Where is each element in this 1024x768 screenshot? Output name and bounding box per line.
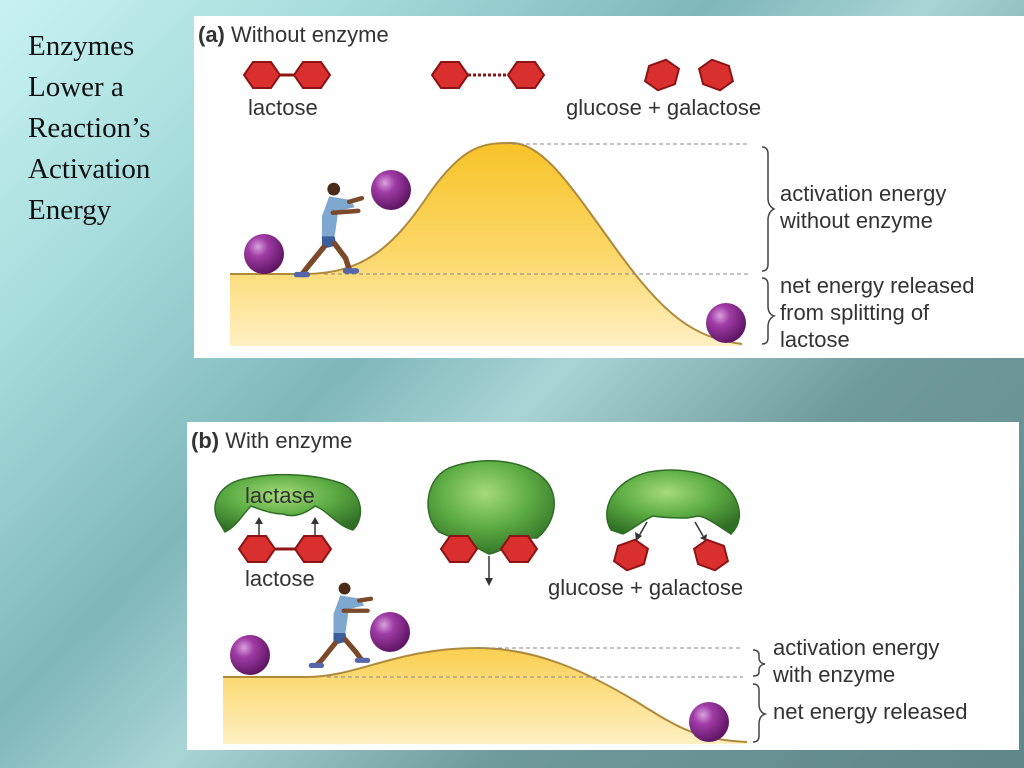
enzyme-substrate-complex xyxy=(427,460,555,586)
glucose-galactose-molecules xyxy=(639,55,739,95)
splitting-lactose-molecule xyxy=(431,61,545,89)
substrate-ball-pushed xyxy=(370,612,410,652)
slide-title-line-2: Lower a xyxy=(28,71,124,103)
activation-energy-annotation: activation energy with enzyme xyxy=(773,634,939,688)
energy-diagram-without-enzyme xyxy=(230,55,776,346)
energy-curve xyxy=(223,646,748,743)
person-pushing-ball xyxy=(296,183,361,275)
lactose-label: lactose xyxy=(248,95,318,120)
net-energy-brace xyxy=(761,277,776,345)
energy-diagram-with-enzyme xyxy=(214,460,768,744)
panel-without-enzyme: (a) Without enzyme lactose glucose + gal… xyxy=(194,16,1024,358)
energy-hill xyxy=(230,143,742,346)
product-ball xyxy=(689,702,729,742)
activation-energy-annotation: activation energy without enzyme xyxy=(780,180,946,234)
product-ball xyxy=(706,303,746,343)
net-energy-annotation: net energy released from splitting of la… xyxy=(780,272,974,353)
panel-b-title: With enzyme xyxy=(225,428,353,453)
lactase-enzyme-with-lactose xyxy=(214,473,362,563)
panel-a-heading: (a) Without enzyme xyxy=(198,22,389,48)
panel-b-tag: (b) xyxy=(191,428,220,453)
panel-a-tag: (a) xyxy=(198,22,225,47)
energy-hill xyxy=(223,648,747,744)
person-pushing-ball xyxy=(311,583,371,666)
slide-title-line-3: Reaction’s xyxy=(28,112,151,144)
lactose-molecule xyxy=(243,61,331,89)
activation-brace xyxy=(752,649,766,677)
slide-title: Enzymes Lower a Reaction’s Activation En… xyxy=(28,26,188,231)
substrate-ball-start xyxy=(244,234,284,274)
lactase-label: lactase xyxy=(245,483,315,508)
substrate-ball-pushed xyxy=(371,170,411,210)
net-energy-brace xyxy=(752,683,768,743)
energy-curve xyxy=(230,141,743,345)
products-label: glucose + galactose xyxy=(566,95,762,120)
slide-title-line-4: Activation xyxy=(28,153,151,185)
activation-line-1: activation energy xyxy=(780,181,947,206)
activation-line-2: without enzyme xyxy=(780,208,933,233)
enzyme-releasing-products xyxy=(606,469,741,575)
net-energy-annotation: net energy released xyxy=(773,699,968,724)
products-label: glucose + galactose xyxy=(548,575,744,600)
slide-title-line-1: Enzymes xyxy=(28,30,135,62)
panel-a-title: Without enzyme xyxy=(231,22,389,47)
net-line-1: net energy released xyxy=(780,273,975,298)
lactose-label: lactose xyxy=(245,566,315,591)
net-line-2: from splitting of xyxy=(780,300,930,325)
panel-with-enzyme: (b) With enzyme lactase lactose glucose … xyxy=(187,422,1019,750)
substrate-ball-start xyxy=(230,635,270,675)
activation-line-1: activation energy xyxy=(773,635,940,660)
activation-line-2: with enzyme xyxy=(773,662,896,687)
panel-b-heading: (b) With enzyme xyxy=(191,428,352,454)
activation-brace xyxy=(761,146,776,272)
slide-title-line-5: Energy xyxy=(28,194,112,226)
net-line-3: lactose xyxy=(780,327,850,352)
